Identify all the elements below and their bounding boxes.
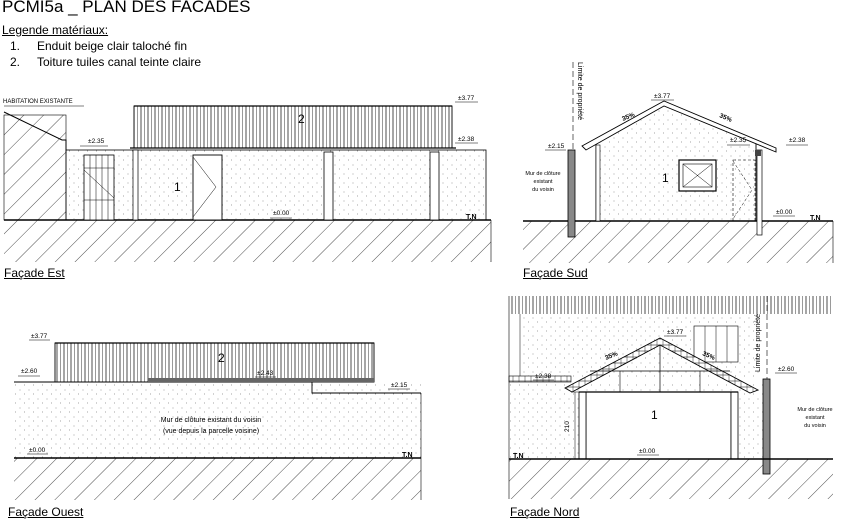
roof <box>581 100 777 153</box>
slope-label: 35% <box>604 350 619 361</box>
level-label: ±2.38 <box>789 137 806 144</box>
ground-hatch <box>509 459 833 499</box>
level-label: ±2.35 <box>88 138 105 145</box>
facade-ouest: ±3.77 ±2.60 ±2.43 ±2.15 ±0.00 2 Mur de c… <box>14 333 422 500</box>
level-label: ±2.38 <box>458 136 475 143</box>
neighbour-wall-note: Mur de clôture existant du voisin <box>161 417 261 424</box>
level-label: ±3.77 <box>667 329 684 336</box>
ground-label: T.N <box>810 215 821 222</box>
page-title: PCMI5a _ PLAN DES FACADES <box>2 0 251 16</box>
legend-item-number: 1. <box>10 39 21 53</box>
level-label: ±2.60 <box>21 368 38 375</box>
roof-tiles <box>54 342 375 383</box>
legend-list: 1. Enduit beige clair taloché fin 2. Toitu… <box>10 38 201 70</box>
property-limit-label: Limite de propriété <box>755 314 762 372</box>
level-label: ±2.15 <box>391 382 408 389</box>
caption-facade-ouest: Façade Ouest <box>8 505 84 519</box>
material-number: 2 <box>218 351 225 365</box>
level-label: ±0.00 <box>776 209 793 216</box>
neighbour-wall <box>14 382 421 458</box>
wall-note: existant <box>534 179 553 185</box>
wall-note: existant <box>806 415 825 421</box>
ground-hatch <box>4 220 491 262</box>
pillar <box>429 151 440 221</box>
pillar <box>578 391 587 460</box>
ground-label: T.N <box>466 214 477 221</box>
caption-facade-est: Façade Est <box>4 266 65 280</box>
legend-heading: Legende matériaux: <box>2 23 109 37</box>
material-number: 1 <box>662 171 669 185</box>
level-label: ±3.77 <box>458 95 475 102</box>
legend-item-text: Toiture tuiles canal teinte claire <box>37 55 202 69</box>
legend-item-text: Enduit beige clair taloché fin <box>37 39 188 53</box>
property-limit-label: Limite de propriété <box>576 62 583 120</box>
facade-est: HABITATION EXISTANTE ±3.77 ±2.35 ±2.38 ±… <box>3 95 492 262</box>
legend-item: 1. Enduit beige clair taloché fin <box>10 38 201 54</box>
material-number: 1 <box>651 408 658 422</box>
facade-sud: ±3.77 ±2.15 ±2.35 ±2.38 ±0.00 35% 35% Li… <box>523 62 834 263</box>
facade-wall <box>595 102 757 222</box>
ground-label: T.N <box>513 453 524 460</box>
boundary-wall <box>567 149 576 238</box>
roof-tiles <box>133 105 453 149</box>
legend-item-number: 2. <box>10 55 21 69</box>
pillar <box>323 151 334 221</box>
level-label: ±0.00 <box>273 210 290 217</box>
slope-label: 35% <box>718 112 733 124</box>
wall-note: du voisin <box>804 423 826 429</box>
height-dimension: 210 <box>564 421 571 432</box>
material-number: 2 <box>298 112 305 126</box>
caption-facade-nord: Façade Nord <box>510 505 580 519</box>
legend-item: 2. Toiture tuiles canal teinte claire <box>10 54 201 70</box>
door <box>192 154 223 221</box>
level-label: ±0.00 <box>29 447 46 454</box>
level-label: ±2.60 <box>778 366 795 373</box>
level-label: ±2.15 <box>548 143 565 150</box>
ground-label: T.N <box>402 452 413 459</box>
caption-facade-sud: Façade Sud <box>523 266 588 280</box>
ground-hatch <box>14 458 421 500</box>
wall-note: Mur de clôture <box>797 407 832 413</box>
level-label: ±3.77 <box>654 93 671 100</box>
wall-note: du voisin <box>532 187 554 193</box>
pillar <box>730 391 739 460</box>
level-label: ±2.38 <box>535 373 552 380</box>
existing-house-label: HABITATION EXISTANTE <box>3 99 73 105</box>
level-label: ±2.43 <box>257 370 274 377</box>
level-label: ±0.00 <box>639 448 656 455</box>
wall-note: Mur de clôture <box>525 171 560 177</box>
boundary-wall <box>762 378 771 475</box>
slope-label: 35% <box>621 111 636 122</box>
facade-nord: ±3.77 ±2.38 ±2.60 ±0.00 35% 35% 210 Limi… <box>508 296 833 499</box>
slope-label: 35% <box>701 350 716 362</box>
level-label: ±3.77 <box>31 333 48 340</box>
gate <box>83 154 115 221</box>
material-number: 1 <box>174 180 181 194</box>
neighbour-wall-note: (vue depuis la parcelle voisine) <box>163 428 259 435</box>
existing-house <box>3 114 67 221</box>
level-label: ±2.35 <box>730 137 747 144</box>
